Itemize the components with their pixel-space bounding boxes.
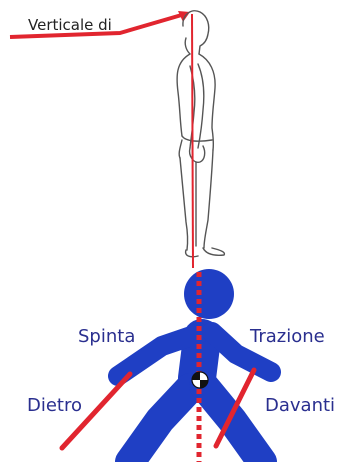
vertical-line-top <box>192 14 193 268</box>
checkered-center-of-mass-icon <box>192 372 208 388</box>
spinta-label: Spinta <box>78 326 135 347</box>
dietro-label: Dietro <box>27 395 82 416</box>
verticale-label: Verticale di <box>28 16 112 34</box>
walker-head <box>184 269 234 319</box>
standing-man-outline <box>177 11 224 257</box>
walker-figure <box>118 269 271 462</box>
davanti-label: Davanti <box>265 395 335 416</box>
trazione-label: Trazione <box>250 326 325 347</box>
